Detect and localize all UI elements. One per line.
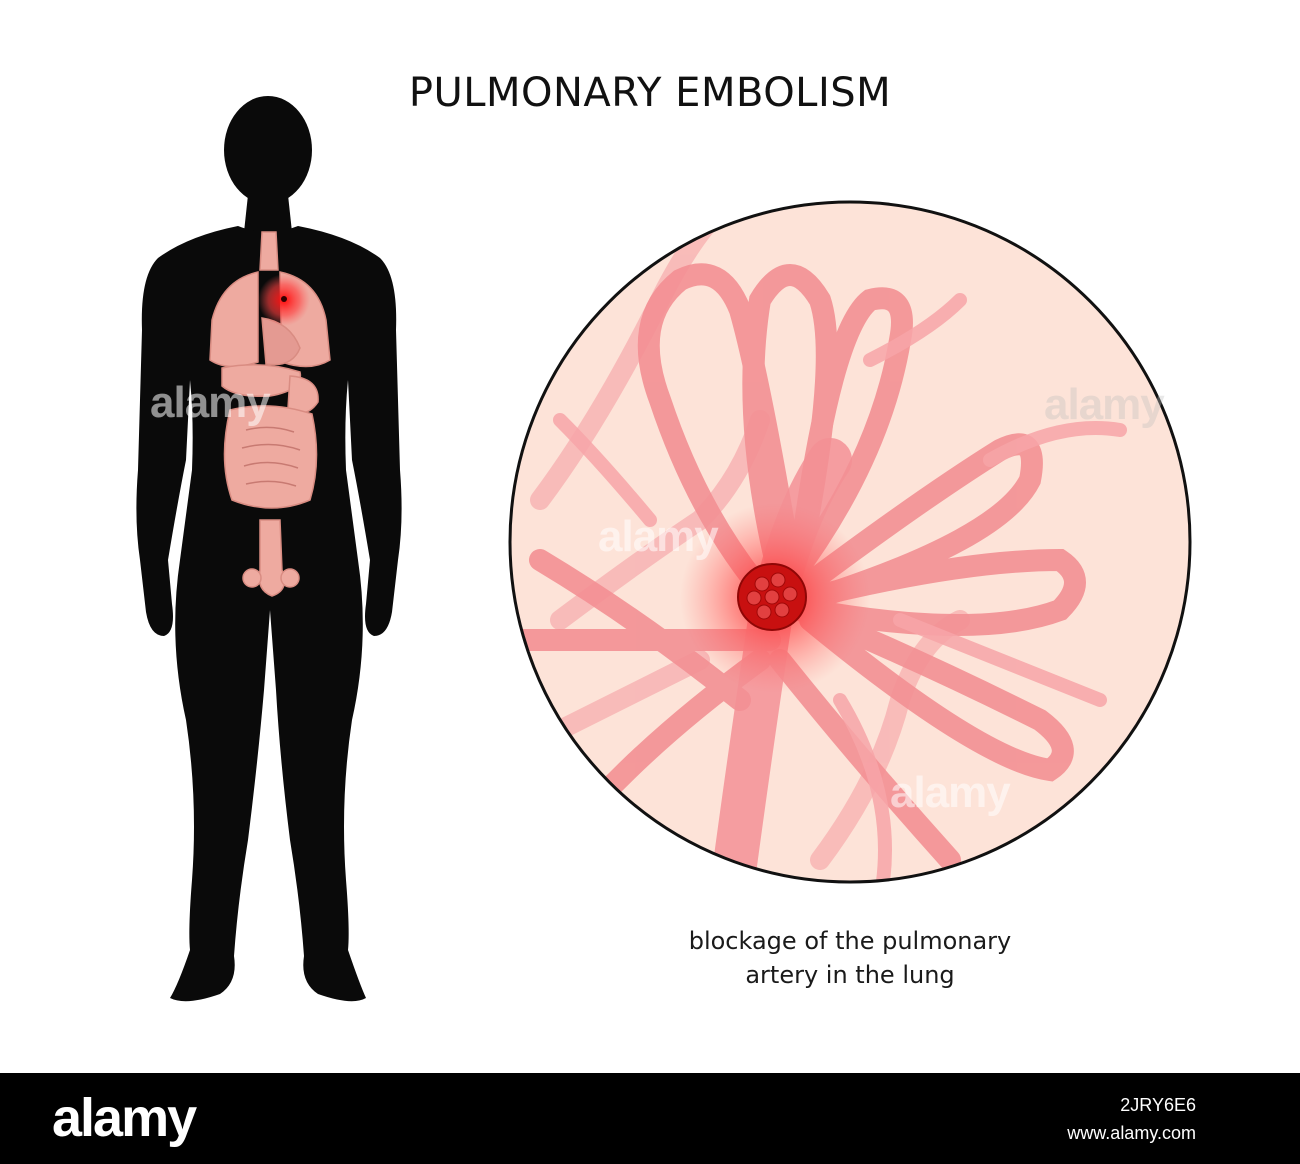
watermark: alamy <box>890 768 1011 817</box>
caption: blockage of the pulmonary artery in the … <box>600 924 1100 992</box>
lens-border <box>508 200 1192 884</box>
watermark: alamy <box>1044 380 1165 429</box>
image-id: 2JRY6E6 <box>1120 1095 1196 1115</box>
watermark: alamy <box>598 512 719 561</box>
magnified-lung-view <box>508 200 1192 884</box>
page-title: PULMONARY EMBOLISM <box>408 70 892 116</box>
footer-bar: alamy 2JRY6E6 www.alamy.com <box>0 1073 1300 1164</box>
blood-clot <box>737 563 807 631</box>
footer-logo: alamy <box>52 1088 197 1148</box>
caption-line-2: artery in the lung <box>745 961 955 989</box>
human-silhouette <box>136 96 402 1002</box>
caption-line-1: blockage of the pulmonary <box>688 927 1012 955</box>
watermark: alamy <box>150 378 271 427</box>
footer-site: www.alamy.com <box>1067 1123 1196 1143</box>
illustration <box>136 96 1192 1002</box>
